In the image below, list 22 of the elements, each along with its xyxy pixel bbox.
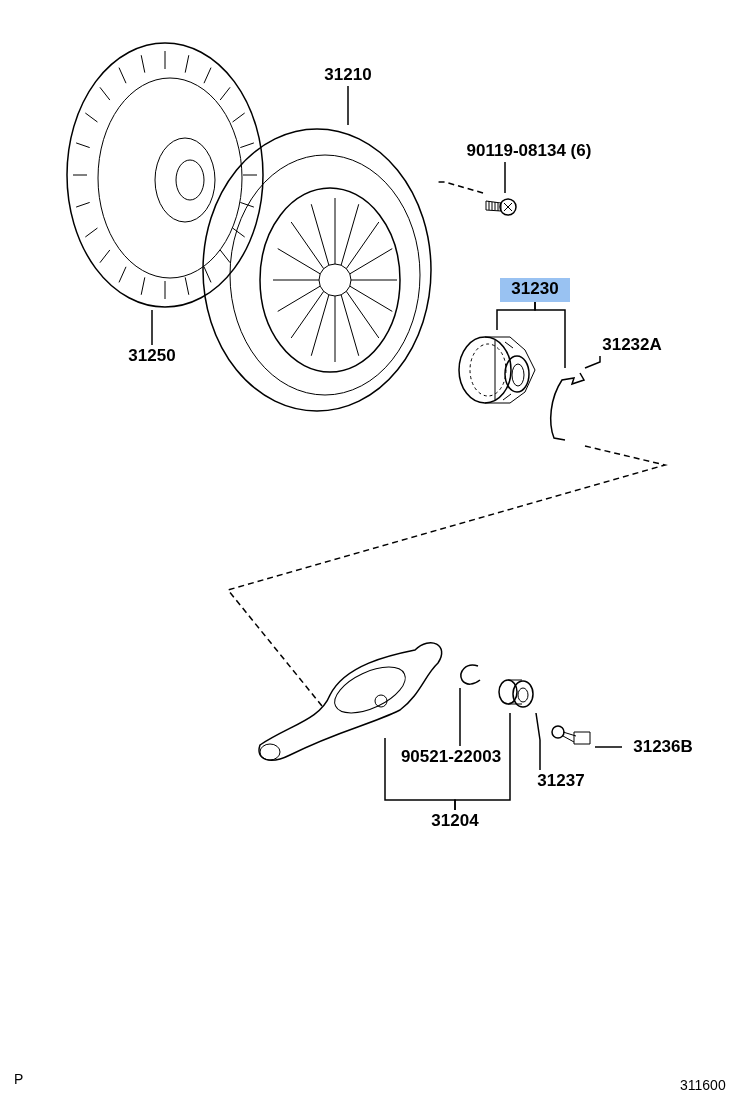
- leader-line: [504, 161, 506, 194]
- part-number: 90521-22003: [395, 746, 507, 768]
- leader-line: [535, 712, 541, 771]
- leader-line: [459, 687, 461, 747]
- part-number: 90119-08134 (6): [446, 140, 612, 162]
- leader-line: [594, 746, 623, 748]
- leader-line: [454, 712, 511, 811]
- pressure-plate-drawing: [200, 125, 435, 415]
- part-number: 31232A: [592, 334, 672, 356]
- part-number: 31210: [312, 64, 384, 86]
- part-number: 31204: [420, 810, 490, 832]
- part-number: 31250: [116, 345, 188, 367]
- leader-line: [347, 85, 349, 126]
- leader-line: [534, 301, 566, 369]
- leader-line: [151, 309, 153, 346]
- page-mark: P: [14, 1070, 24, 1089]
- diagram-number: 311600: [680, 1076, 726, 1095]
- part-number: 31237: [528, 770, 594, 792]
- dashed-alignment-line: [226, 445, 668, 707]
- part-number: 31230: [500, 278, 570, 302]
- part-number: 31236B: [622, 736, 704, 758]
- leader-line: [584, 355, 601, 369]
